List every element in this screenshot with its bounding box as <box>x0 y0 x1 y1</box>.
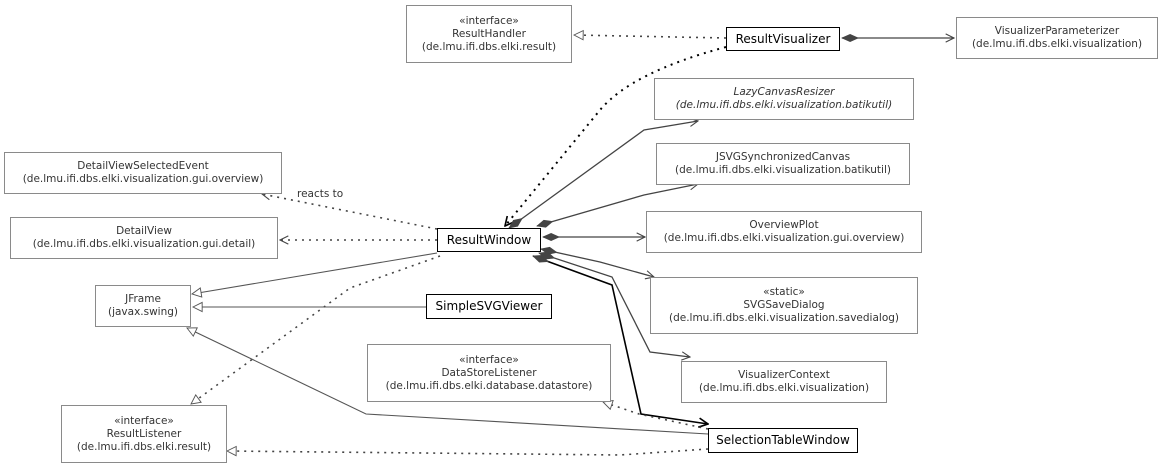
class-name: OverviewPlot <box>749 219 819 231</box>
class-resulthandler[interactable]: «interface» ResultHandler (de.lmu.ifi.db… <box>406 5 572 63</box>
edge-resultwindow-jsvgsynchronizedcanvas <box>537 184 698 226</box>
package-name: (de.lmu.ifi.dbs.elki.visualization) <box>698 382 870 394</box>
stereotype-label: «interface» <box>459 14 519 27</box>
stereotype-label: «static» <box>763 286 805 298</box>
class-name: LazyCanvasResizer <box>733 86 835 98</box>
package-name: (de.lmu.ifi.dbs.elki.visualization.batik… <box>675 164 891 176</box>
edge-selectiontablewindow-jframe <box>187 328 709 435</box>
class-name: DataStoreListener <box>441 366 537 379</box>
package-name: (javax.swing) <box>107 306 179 318</box>
class-name: JSVGSynchronizedCanvas <box>715 151 851 163</box>
edge-resultwindow-detailviewselectedevent <box>262 194 438 230</box>
class-detailviewselectedevent[interactable]: DetailViewSelectedEvent (de.lmu.ifi.dbs.… <box>4 152 282 194</box>
stereotype-label: «interface» <box>459 353 519 366</box>
class-name: SimpleSVGViewer <box>435 299 543 313</box>
class-visualizerparameterizer[interactable]: VisualizerParameterizer (de.lmu.ifi.dbs.… <box>956 17 1158 59</box>
edge-resultvisualizer-resulthandler <box>574 35 727 38</box>
class-name: SVGSaveDialog <box>743 299 825 311</box>
class-visualizercontext[interactable]: VisualizerContext (de.lmu.ifi.dbs.elki.v… <box>681 361 887 403</box>
package-name: (de.lmu.ifi.dbs.elki.visualization.gui.o… <box>22 173 264 185</box>
class-name: ResultHandler <box>452 27 526 40</box>
package-name: (de.lmu.ifi.dbs.elki.visualization.batik… <box>675 99 893 111</box>
class-name: ResultVisualizer <box>735 31 831 46</box>
package-name: (de.lmu.ifi.dbs.elki.result) <box>421 40 557 53</box>
class-simplesvgviewer[interactable]: SimpleSVGViewer <box>426 294 552 319</box>
edge-resultwindow-jframe <box>192 252 438 294</box>
edge-selectiontablewindow-datastorelistener <box>603 402 709 430</box>
class-detailview[interactable]: DetailView (de.lmu.ifi.dbs.elki.visualiz… <box>10 217 278 259</box>
class-name: SelectionTableWindow <box>716 433 850 447</box>
stereotype-label: «interface» <box>114 414 174 427</box>
package-name: (de.lmu.ifi.dbs.elki.visualization.saved… <box>668 312 900 324</box>
package-name: (de.lmu.ifi.dbs.elki.visualization.gui.o… <box>663 232 905 244</box>
class-selectiontablewindow[interactable]: SelectionTableWindow <box>708 428 858 453</box>
class-name: JFrame <box>125 293 161 305</box>
class-datastorelistener[interactable]: «interface» DataStoreListener (de.lmu.if… <box>367 344 611 402</box>
package-name: (de.lmu.ifi.dbs.elki.result) <box>76 440 212 453</box>
edge-label-reacts-to: reacts to <box>297 188 344 200</box>
edge-resultwindow-selectiontablewindow <box>533 256 708 424</box>
package-name: (de.lmu.ifi.dbs.elki.visualization.gui.d… <box>32 238 256 250</box>
package-name: (de.lmu.ifi.dbs.elki.database.datastore) <box>385 379 593 392</box>
class-name: ResultListener <box>106 427 182 440</box>
class-name: ResultWindow <box>446 232 532 247</box>
class-jsvgsynchronizedcanvas[interactable]: JSVGSynchronizedCanvas (de.lmu.ifi.dbs.e… <box>656 143 910 185</box>
edge-selectiontablewindow-resultlistener <box>227 449 709 455</box>
class-overviewplot[interactable]: OverviewPlot (de.lmu.ifi.dbs.elki.visual… <box>646 211 922 253</box>
class-svgsavedialog[interactable]: «static» SVGSaveDialog (de.lmu.ifi.dbs.e… <box>650 277 918 334</box>
class-name: DetailView <box>116 225 172 237</box>
class-resultwindow[interactable]: ResultWindow <box>437 228 541 252</box>
class-jframe[interactable]: JFrame (javax.swing) <box>95 285 191 327</box>
class-resultvisualizer[interactable]: ResultVisualizer <box>726 27 840 51</box>
class-name: VisualizerContext <box>738 369 830 381</box>
package-name: (de.lmu.ifi.dbs.elki.visualization) <box>971 38 1143 50</box>
class-name: DetailViewSelectedEvent <box>77 160 209 172</box>
class-lazycanvasresizer[interactable]: LazyCanvasResizer (de.lmu.ifi.dbs.elki.v… <box>654 78 914 120</box>
class-resultlistener[interactable]: «interface» ResultListener (de.lmu.ifi.d… <box>61 405 227 463</box>
edge-resultvisualizer-resultwindow <box>505 46 727 226</box>
class-name: VisualizerParameterizer <box>994 25 1120 37</box>
